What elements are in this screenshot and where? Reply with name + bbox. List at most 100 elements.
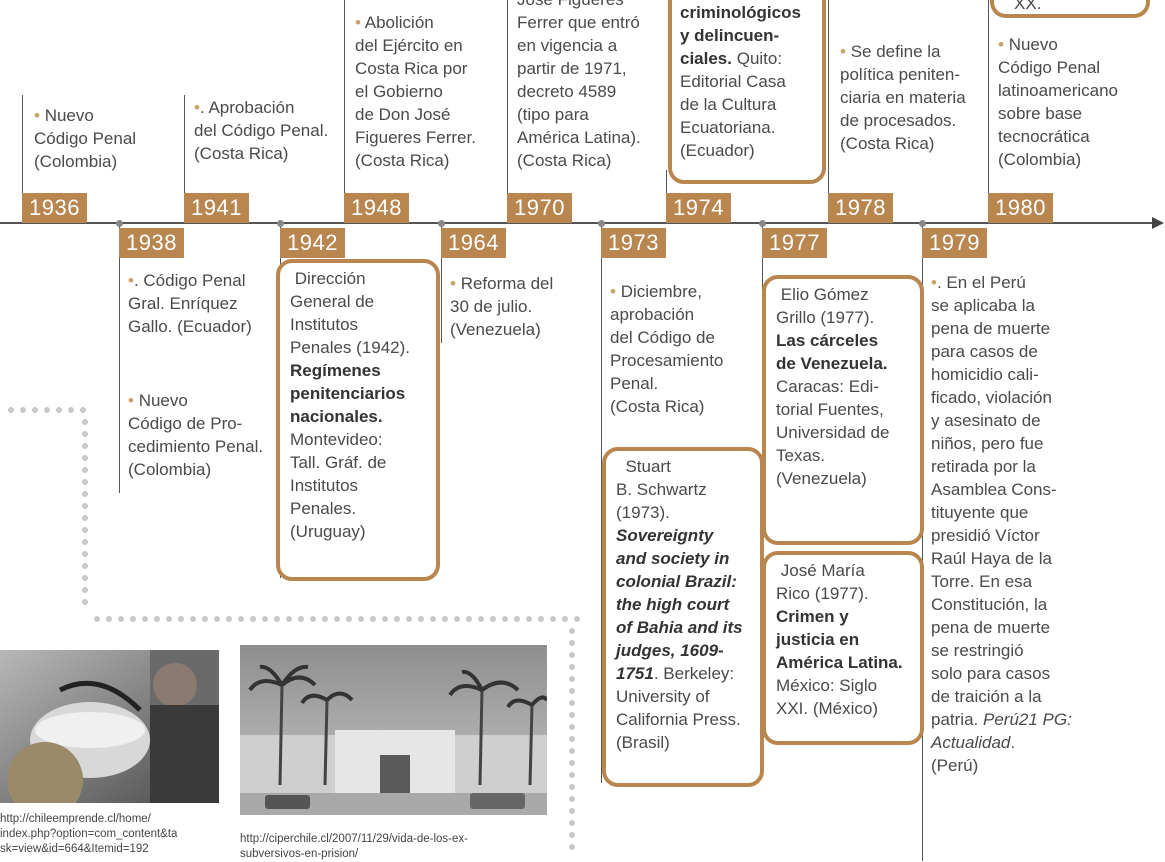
event-1936: • Nuevo Código Penal (Colombia) — [34, 106, 137, 171]
path-dot — [569, 688, 575, 694]
bullet-icon: • — [998, 35, 1004, 54]
event-1980: • Nuevo Código Penal latinoamericano sob… — [998, 35, 1119, 169]
path-dot — [82, 563, 88, 569]
path-dot — [569, 640, 575, 646]
event-1964: • Reforma del 30 de julio. (Venezuela) — [450, 274, 554, 339]
bullet-icon: • — [34, 106, 40, 125]
path-dot — [569, 844, 575, 850]
path-dot — [418, 616, 424, 622]
year-label-1948: 1948 — [344, 193, 409, 223]
path-dot — [569, 676, 575, 682]
path-dot — [82, 587, 88, 593]
year-label-1977: 1977 — [762, 228, 827, 258]
path-dot — [32, 407, 38, 413]
path-dot — [82, 419, 88, 425]
path-dot — [82, 467, 88, 473]
year-label-1974: 1974 — [666, 193, 731, 223]
connector-1970 — [507, 0, 508, 223]
path-dot — [286, 616, 292, 622]
path-dot — [569, 796, 575, 802]
path-dot — [334, 616, 340, 622]
connector-1979 — [922, 223, 923, 861]
path-dot — [442, 616, 448, 622]
photo-prison-building — [240, 645, 547, 815]
event-1973-card: Stuart B. Schwartz (1973). Sovereignty a… — [602, 447, 764, 787]
path-dot — [82, 443, 88, 449]
path-dot — [569, 712, 575, 718]
path-dot — [358, 616, 364, 622]
event-1970: José Figueres Ferrer que entró en vigenc… — [517, 0, 641, 170]
path-dot — [202, 616, 208, 622]
path-dot — [250, 616, 256, 622]
bullet-icon: • — [355, 13, 361, 32]
path-dot — [82, 551, 88, 557]
path-dot — [569, 808, 575, 814]
connector-1948 — [344, 0, 345, 223]
year-label-1938: 1938 — [119, 228, 184, 258]
path-dot — [82, 479, 88, 485]
year-label-1936: 1936 — [22, 193, 87, 223]
path-dot — [322, 616, 328, 622]
path-dot — [298, 616, 304, 622]
path-dot — [56, 407, 62, 413]
path-dot — [569, 700, 575, 706]
year-label-1941: 1941 — [184, 193, 249, 223]
bullet-icon: • — [931, 273, 937, 292]
path-dot — [20, 407, 26, 413]
path-dot — [166, 616, 172, 622]
path-dot — [478, 616, 484, 622]
connector-1964 — [441, 223, 442, 343]
path-dot — [106, 616, 112, 622]
timeline-axis — [0, 222, 1153, 224]
event-1938-b: • Nuevo Código de Pro- cedimiento Penal.… — [128, 391, 264, 479]
path-dot — [466, 616, 472, 622]
path-dot — [82, 491, 88, 497]
path-dot — [82, 599, 88, 605]
year-label-1964: 1964 — [441, 228, 506, 258]
event-1974-card: criminológicos y delincuen- ciales. Quit… — [668, 0, 826, 184]
event-1980-top-card: XX. — [990, 0, 1150, 18]
photo-prison-building-image — [240, 645, 547, 815]
path-dot — [130, 616, 136, 622]
photo-prison-guard — [0, 650, 219, 803]
path-dot — [514, 616, 520, 622]
event-1977-card-b: José María Rico (1977). Crimen y justici… — [762, 551, 924, 745]
axis-marker — [277, 220, 284, 227]
path-dot — [569, 820, 575, 826]
axis-marker — [598, 220, 605, 227]
path-dot — [394, 616, 400, 622]
path-dot — [238, 616, 244, 622]
path-dot — [569, 832, 575, 838]
path-dot — [274, 616, 280, 622]
year-label-1979: 1979 — [922, 228, 987, 258]
photo-caption-1: http://chileemprende.cl/home/ index.php?… — [0, 813, 178, 855]
path-dot — [154, 616, 160, 622]
path-dot — [94, 616, 100, 622]
bullet-icon: • — [610, 282, 616, 301]
axis-marker — [438, 220, 445, 227]
path-dot — [214, 616, 220, 622]
path-dot — [8, 407, 14, 413]
path-dot — [569, 664, 575, 670]
path-dot — [190, 616, 196, 622]
path-dot — [569, 760, 575, 766]
path-dot — [562, 616, 568, 622]
bullet-icon: • — [194, 98, 200, 117]
path-dot — [82, 539, 88, 545]
timeline-arrow-icon — [1152, 217, 1164, 229]
path-dot — [569, 652, 575, 658]
path-dot — [569, 736, 575, 742]
event-1938-a: •. Código Penal Gral. Enríquez Gallo. (E… — [128, 271, 252, 336]
bullet-icon: • — [450, 274, 456, 293]
path-dot — [406, 616, 412, 622]
photo-caption-2: http://ciperchile.cl/2007/11/29/vida-de-… — [240, 833, 468, 860]
path-dot — [490, 616, 496, 622]
event-1977-card-a: Elio Gómez Grillo (1977). Las cárceles d… — [762, 275, 924, 545]
path-dot — [569, 772, 575, 778]
axis-marker — [116, 220, 123, 227]
path-dot — [142, 616, 148, 622]
path-dot — [346, 616, 352, 622]
path-dot — [82, 527, 88, 533]
photo-prison-guard-image — [0, 650, 219, 803]
path-dot — [550, 616, 556, 622]
